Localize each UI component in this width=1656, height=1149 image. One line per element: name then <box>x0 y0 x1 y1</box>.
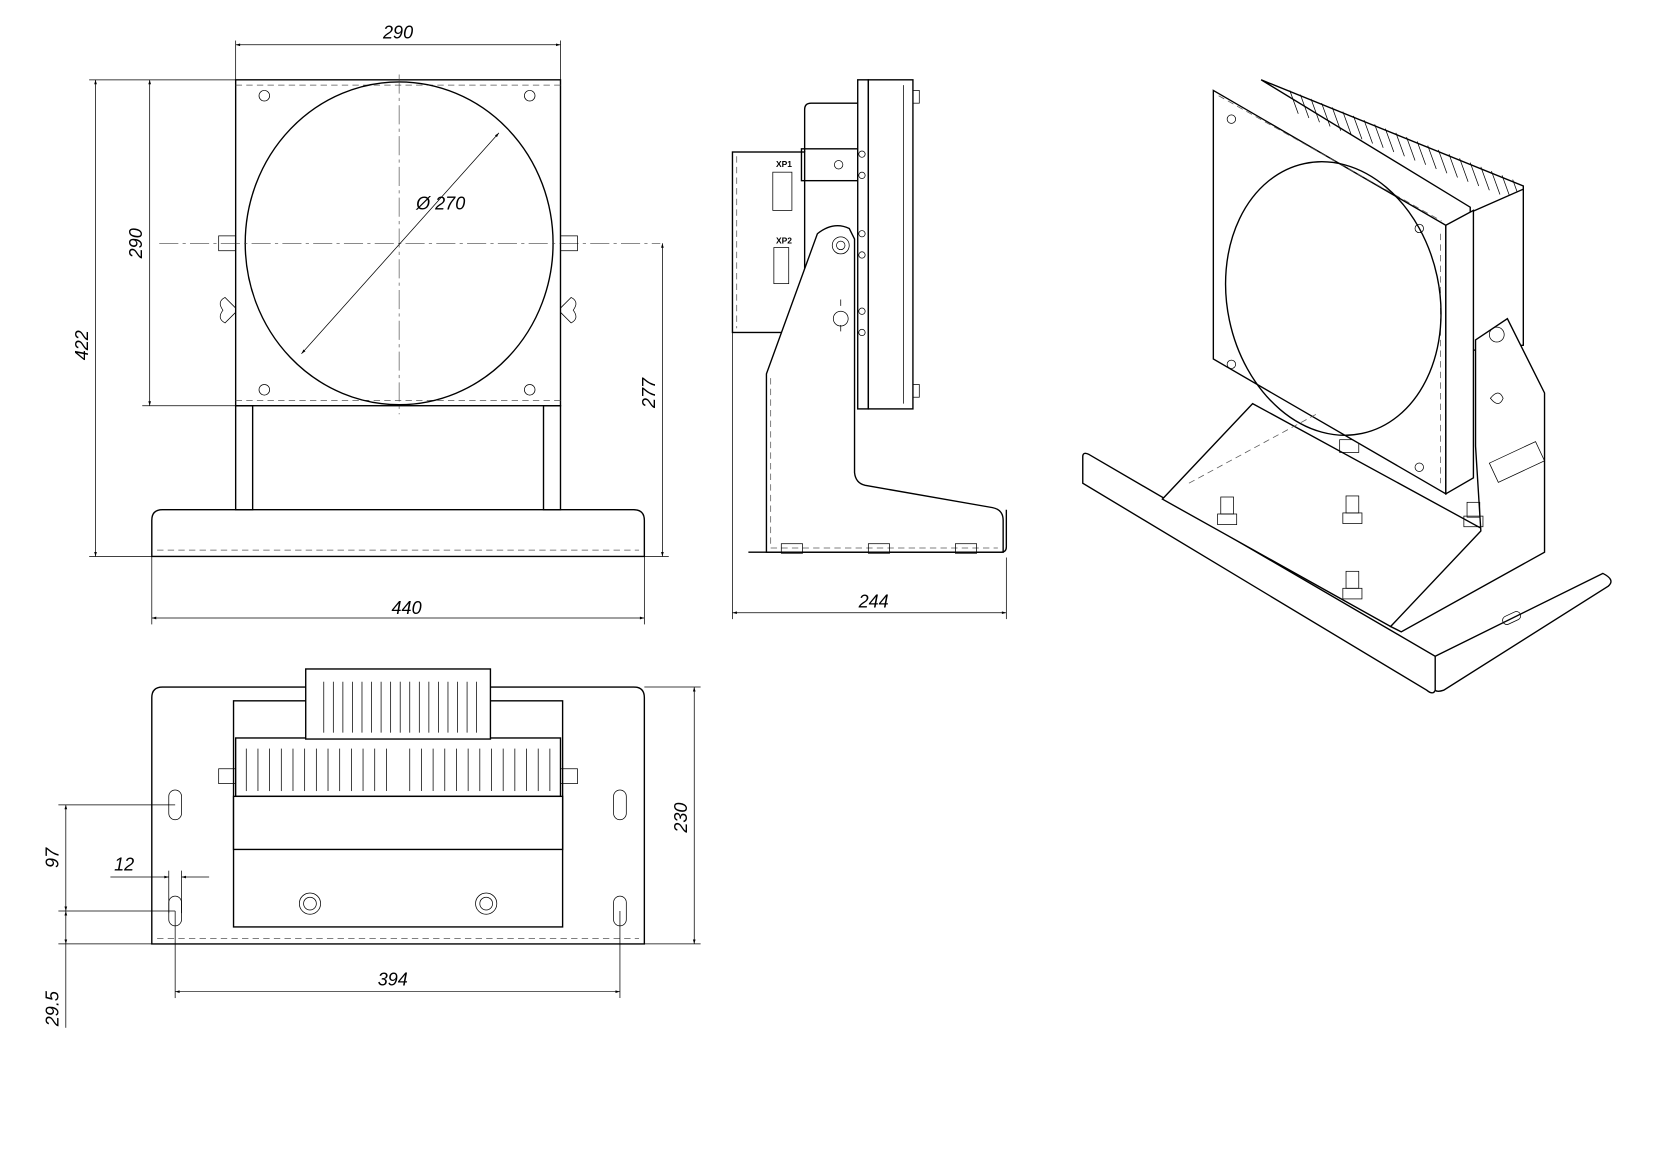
dim-slot-distance: 394 <box>378 969 408 989</box>
dim-base-depth: 230 <box>671 803 691 834</box>
connector-xp1 <box>772 171 793 211</box>
dim-total-height: 422 <box>72 330 92 360</box>
heatsink-fin <box>1459 158 1469 182</box>
dim-depth: 244 <box>858 591 889 611</box>
dim-slot-spacing: 97 <box>42 847 62 868</box>
dim-base-width: 440 <box>392 598 422 618</box>
heatsink-fin <box>1300 94 1310 119</box>
heatsink-fin <box>1469 162 1480 187</box>
heatsink-fin <box>1331 107 1342 131</box>
heatsink-fin <box>1353 115 1363 140</box>
heatsink-fin <box>1448 154 1458 178</box>
bolt-icon <box>475 892 498 915</box>
bottom-view: 97 29.5 12 230 394 <box>42 668 701 1028</box>
dim-diameter: Ø 270 <box>415 193 465 213</box>
heatsink-fin <box>1321 103 1331 127</box>
wing-nut-icon <box>219 296 237 324</box>
isometric-view <box>1082 79 1612 694</box>
heatsink-fin <box>1480 166 1490 191</box>
dim-panel-height: 290 <box>126 228 146 259</box>
heatsink-fin <box>1310 98 1320 123</box>
heatsink-fin <box>1289 90 1299 114</box>
dim-edge-offset: 29.5 <box>42 990 62 1027</box>
dim-axis-height: 277 <box>639 377 659 409</box>
front-view: 290 290 422 Ø 270 277 440 <box>72 22 669 625</box>
heatsink-fin <box>1384 128 1395 153</box>
dim-panel-width: 290 <box>382 22 413 42</box>
heatsink-fin <box>1427 145 1437 170</box>
connector-xp2-label: XP2 <box>776 235 792 245</box>
bolt-icons <box>1217 439 1484 600</box>
wing-nut-icon <box>1489 392 1504 404</box>
side-view: XP1 XP2 244 <box>731 79 1008 620</box>
wing-nut-icon <box>560 296 577 324</box>
connector-xp2 <box>773 247 790 285</box>
bolt-icon <box>298 892 321 915</box>
lamp-circle <box>1224 161 1442 436</box>
pivot-bolt-icon <box>831 236 850 255</box>
heatsink-fin <box>1363 120 1373 144</box>
heatsink-fin <box>1438 149 1448 174</box>
heatsink-fin <box>1416 141 1426 165</box>
dim-slot-width: 12 <box>114 855 134 875</box>
heatsink-fin <box>1395 132 1405 157</box>
screw-icons <box>258 90 536 396</box>
heatsink-fin <box>1342 111 1352 136</box>
heatsink-fin <box>1406 137 1416 161</box>
heatsink-fin <box>1491 170 1501 195</box>
connector-xp1-label: XP1 <box>776 159 792 169</box>
wing-nut-icon <box>832 299 849 332</box>
heatsink-fin <box>1374 124 1384 148</box>
